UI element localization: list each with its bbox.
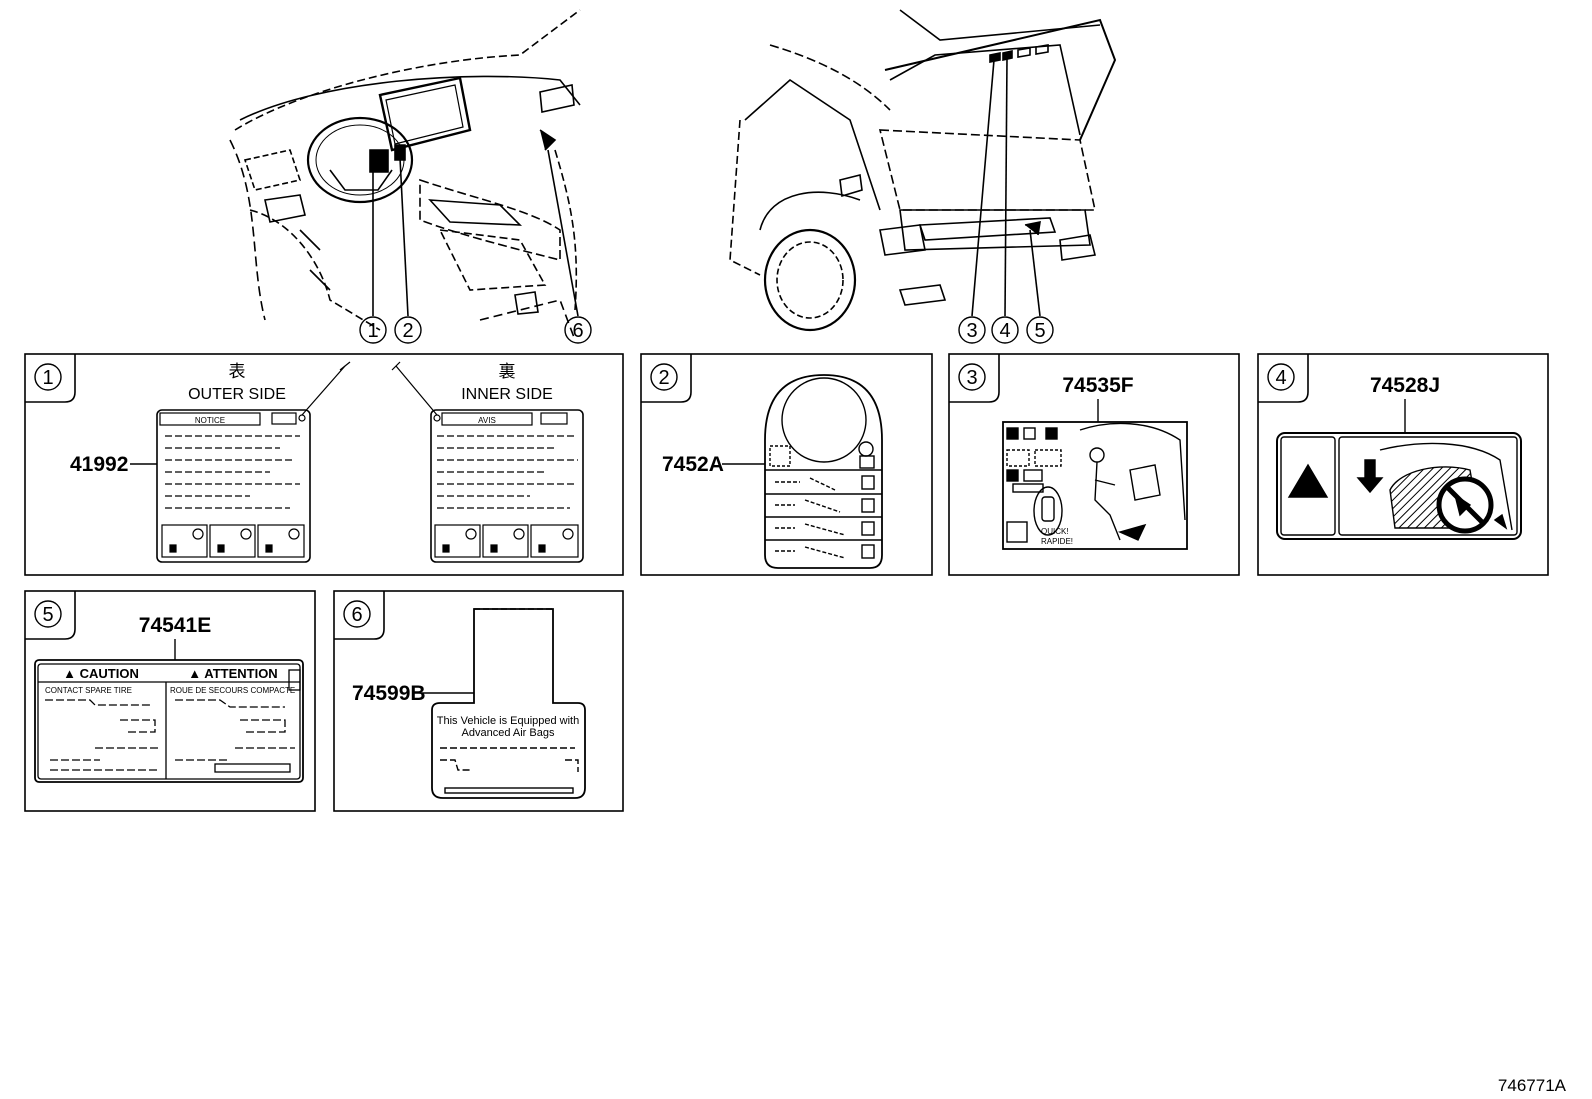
part-number-74599B: 74599B [352, 682, 426, 705]
panel-4-frame [1257, 353, 1549, 576]
panel-4-callout: 4 [1275, 367, 1286, 389]
part-number-41992: 41992 [70, 453, 128, 476]
panel-frames [24, 353, 1549, 812]
outer-label-card [156, 361, 351, 563]
svg-text:2: 2 [402, 320, 413, 342]
airbag-label [431, 608, 586, 799]
attention-text: ▲ ATTENTION [188, 666, 277, 681]
panel-2-callout: 2 [658, 367, 669, 389]
inner-label-card [391, 361, 584, 563]
inner-tab-text: AVIS [478, 416, 496, 425]
exterior-illustration [729, 9, 1117, 332]
svg-text:5: 5 [1034, 320, 1045, 342]
panel-callouts: 1 2 3 4 5 6 [34, 363, 1295, 628]
panel-6-content: This Vehicle is Equipped with Advanced A… [352, 608, 586, 799]
callout-4-top: 4 [991, 316, 1019, 344]
spare-tire-label [34, 659, 304, 783]
panel-1-content: 表 OUTER SIDE 裏 INNER SIDE NOTICE [70, 361, 584, 563]
part-number-74528J: 74528J [1370, 374, 1440, 397]
callout-5-top: 5 [1026, 316, 1054, 344]
roue-de-secours: ROUE DE SECOURS COMPACTE [170, 686, 295, 695]
panel-3-callout: 3 [966, 367, 977, 389]
panel-6-callout: 6 [351, 604, 362, 626]
callout-2-top: 2 [394, 316, 422, 344]
airbag-line-2: Advanced Air Bags [462, 727, 555, 739]
panel-4-content: 74528J [1276, 374, 1522, 540]
panel-1-callout: 1 [42, 367, 53, 389]
airbag-line-1: This Vehicle is Equipped with [437, 715, 579, 727]
panel-3-frame [948, 353, 1240, 576]
outer-tab-text: NOTICE [195, 416, 225, 425]
svg-text:6: 6 [572, 320, 583, 342]
warning-label [1276, 432, 1522, 540]
interior-illustration [229, 9, 581, 341]
outer-side-label: OUTER SIDE [188, 386, 286, 403]
liftgate-label [1002, 421, 1188, 550]
part-number-7452A: 7452A [662, 453, 724, 476]
callout-6-top: 6 [564, 316, 592, 344]
panel-2-content: 7452A [662, 374, 883, 569]
callout-1-top: 1 [359, 316, 387, 344]
caution-text: ▲ CAUTION [63, 666, 139, 681]
part-number-74541E: 74541E [139, 614, 211, 637]
panel-2-frame [640, 353, 933, 576]
svg-text:4: 4 [999, 320, 1010, 342]
inner-side-label: INNER SIDE [461, 386, 553, 403]
panel-5-content: 74541E ▲ CAUTION ▲ ATTENTION CONTACT SPA… [34, 614, 304, 783]
panel-3-content: 74535F QUICK! RAPIDE! [1002, 374, 1188, 550]
panel-5-frame [24, 590, 316, 812]
panel-1-frame [24, 353, 624, 576]
quick-text: QUICK! [1041, 527, 1069, 536]
part-number-74535F: 74535F [1062, 374, 1133, 397]
outer-kanji: 表 [229, 362, 246, 381]
contact-spare-tire: CONTACT SPARE TIRE [45, 686, 132, 695]
panel-6-frame [333, 590, 624, 812]
svg-text:1: 1 [367, 320, 378, 342]
illustration-callouts: 1 2 6 3 4 5 [359, 316, 1054, 344]
hang-tag [764, 374, 883, 569]
inner-kanji: 裏 [499, 361, 516, 381]
rapide-text: RAPIDE! [1041, 537, 1073, 546]
panel-5-callout: 5 [42, 604, 53, 626]
svg-text:3: 3 [966, 320, 977, 342]
figure-id: 746771A [1498, 1076, 1567, 1095]
callout-3-top: 3 [958, 316, 986, 344]
